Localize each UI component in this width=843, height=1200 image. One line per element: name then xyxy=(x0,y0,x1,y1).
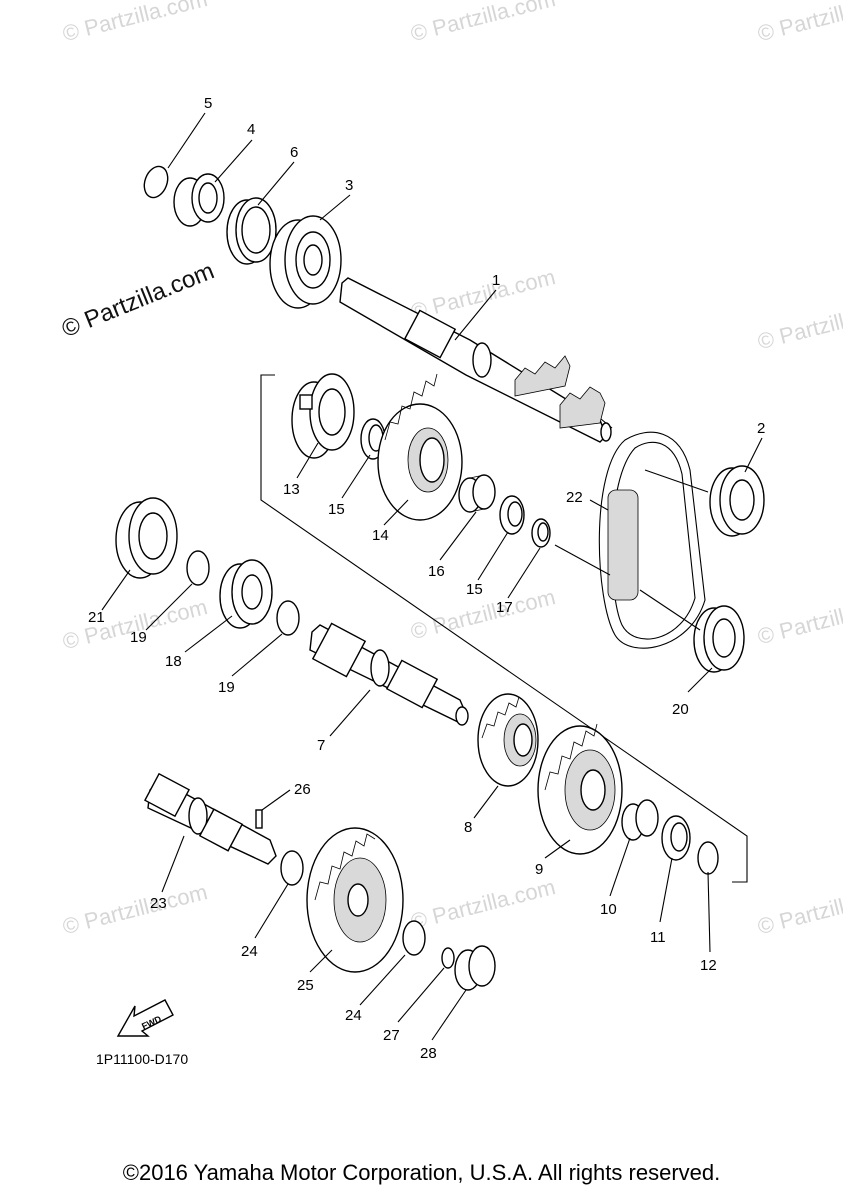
callout-10: 10 xyxy=(600,901,617,918)
callout-13: 13 xyxy=(283,481,300,498)
callout-23: 23 xyxy=(150,895,167,912)
callout-19b: 19 xyxy=(218,679,235,696)
collar-hub-18 xyxy=(219,559,273,629)
main-axle xyxy=(339,277,612,443)
circlip-19b xyxy=(276,600,300,636)
bearing-2 xyxy=(709,465,765,537)
callout-9: 9 xyxy=(535,861,543,878)
callout-5: 5 xyxy=(204,95,212,112)
pin-26 xyxy=(255,809,263,829)
callout-14: 14 xyxy=(372,527,389,544)
copyright-notice: ©2016 Yamaha Motor Corporation, U.S.A. A… xyxy=(122,1160,721,1185)
callout-12: 12 xyxy=(700,957,717,974)
circlip-17 xyxy=(531,518,551,548)
leader-lines xyxy=(101,112,763,1041)
callout-20: 20 xyxy=(672,701,689,718)
callout-4: 4 xyxy=(247,121,255,138)
circlip-12 xyxy=(697,841,719,875)
callout-27: 27 xyxy=(383,1027,400,1044)
callout-15a: 15 xyxy=(328,501,345,518)
bearing-21 xyxy=(115,497,178,579)
callout-17: 17 xyxy=(496,599,513,616)
circlip-19a xyxy=(186,550,210,586)
bearing-3 xyxy=(269,215,342,309)
callout-6: 6 xyxy=(290,144,298,161)
gear-8 xyxy=(477,693,539,787)
bearing-20 xyxy=(693,605,745,673)
drive-axle xyxy=(309,622,469,726)
oil-seal xyxy=(173,173,225,227)
callout-19a: 19 xyxy=(130,629,147,646)
callouts: 5 4 6 3 1 2 13 15 14 16 15 17 22 20 21 1… xyxy=(88,95,765,1062)
callout-24b: 24 xyxy=(345,1007,362,1024)
washer-11 xyxy=(661,815,691,861)
callout-2: 2 xyxy=(757,420,765,437)
callout-22: 22 xyxy=(566,489,583,506)
callout-18: 18 xyxy=(165,653,182,670)
callout-15b: 15 xyxy=(466,581,483,598)
fwd-arrow-icon: FWD xyxy=(116,999,174,1037)
callout-28: 28 xyxy=(420,1045,437,1062)
o-ring xyxy=(143,165,169,199)
circlip-24b xyxy=(402,920,426,956)
callout-1: 1 xyxy=(492,272,500,289)
gear-9 xyxy=(537,723,623,855)
needle-bearing-10 xyxy=(621,799,659,841)
gear-14 xyxy=(377,373,463,521)
washer-15b xyxy=(499,495,525,535)
callout-7: 7 xyxy=(317,737,325,754)
shift-dog xyxy=(291,373,355,459)
callout-26: 26 xyxy=(294,781,311,798)
callout-8: 8 xyxy=(464,819,472,836)
circlip-24a xyxy=(280,850,304,886)
shaft-23 xyxy=(144,772,277,865)
ring-27 xyxy=(441,947,455,969)
collar xyxy=(226,197,277,265)
callout-3: 3 xyxy=(345,177,353,194)
chain xyxy=(598,431,706,649)
gear-25 xyxy=(306,827,404,973)
needle-bearing-16 xyxy=(458,474,496,513)
callout-21: 21 xyxy=(88,609,105,626)
callout-11: 11 xyxy=(650,929,666,946)
callout-25: 25 xyxy=(297,977,314,994)
callout-24a: 24 xyxy=(241,943,258,960)
callout-16: 16 xyxy=(428,563,445,580)
bearing-28 xyxy=(454,945,496,991)
diagram-code: 1P11100-D170 xyxy=(96,1051,189,1067)
